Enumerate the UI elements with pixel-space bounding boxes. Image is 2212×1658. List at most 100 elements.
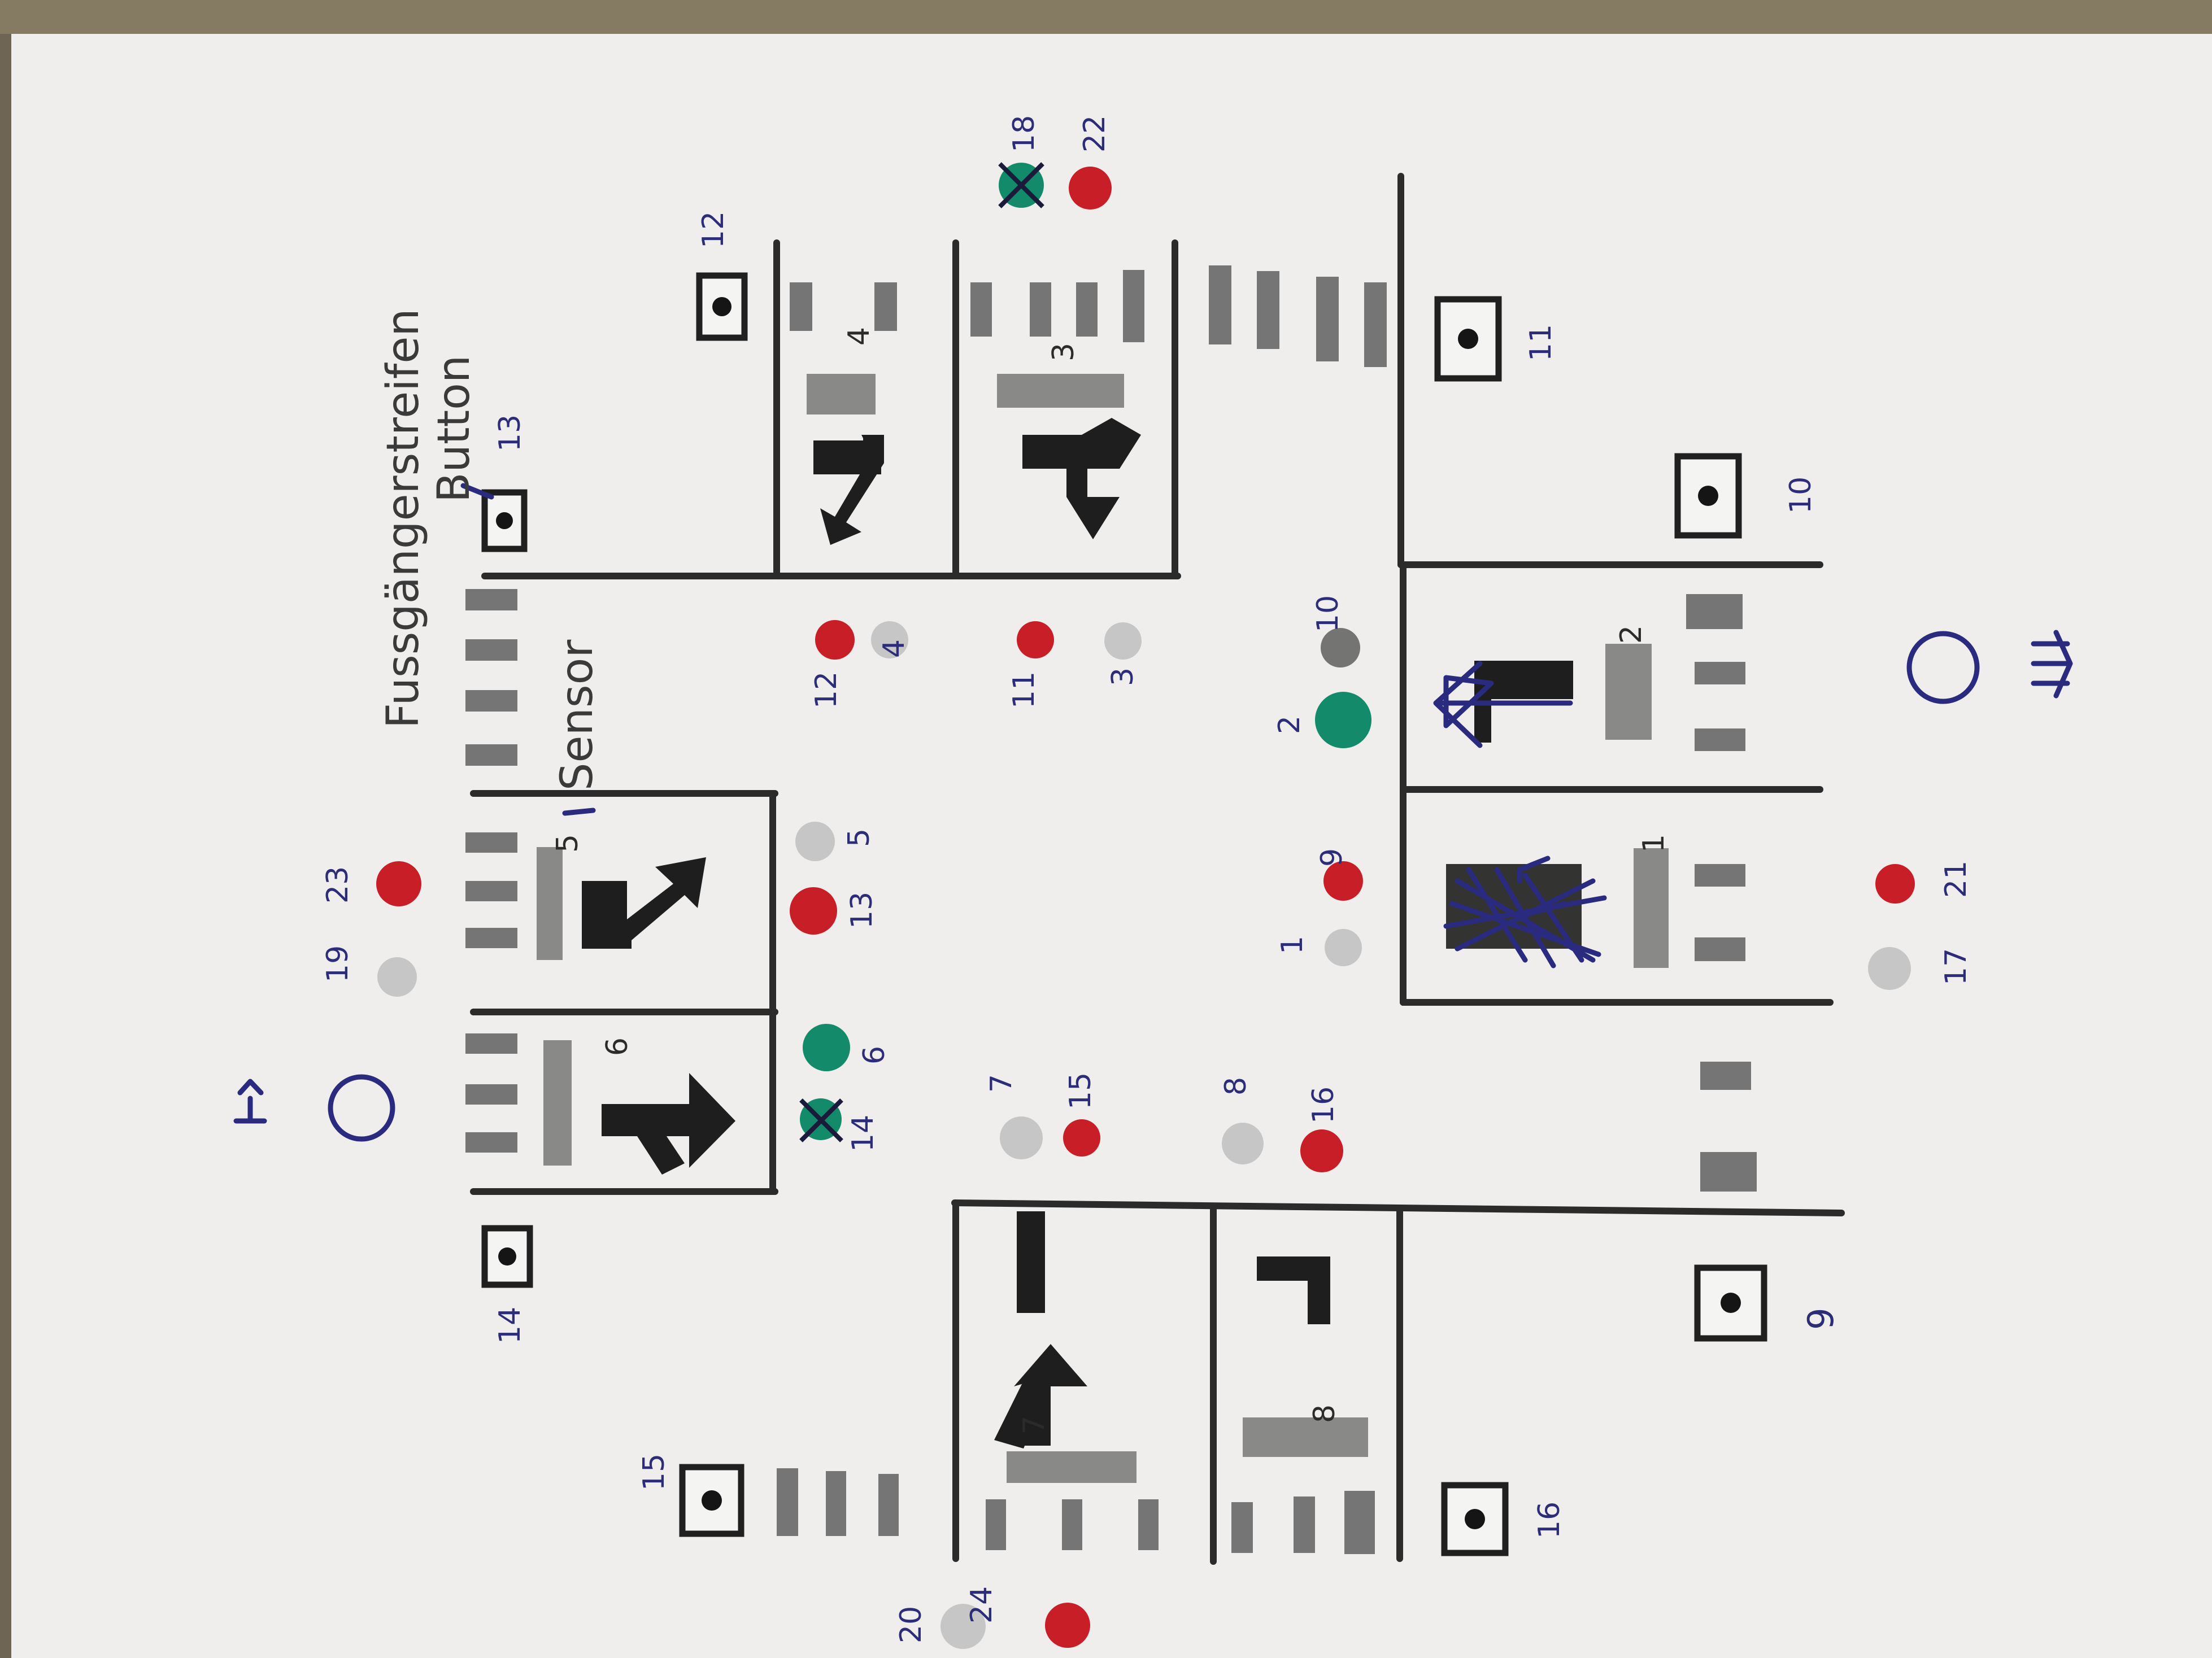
- blue-straight-arrow-icon: [1433, 661, 1573, 748]
- light-label-11: 11: [1007, 671, 1041, 709]
- light-red-13: [790, 887, 837, 935]
- paper-sheet: [11, 34, 2212, 1658]
- light-label-5: 5: [842, 828, 876, 847]
- circle-mark-icon-west: [328, 1074, 395, 1142]
- blue-ink-arrows: [1433, 661, 1607, 968]
- light-label-17: 17: [1939, 948, 1973, 985]
- light-labels: 19 23 5 13 6 14 12 4 11 3 7 15 8 16 18 2…: [321, 115, 1973, 1643]
- light-label-7: 7: [985, 1074, 1018, 1093]
- light-off-19: [377, 957, 417, 997]
- button-label-15: 15: [637, 1454, 671, 1491]
- button-leader-line: [460, 483, 494, 500]
- button-label-14: 14: [493, 1307, 527, 1344]
- light-label-22: 22: [1078, 115, 1112, 152]
- push-buttons: [481, 272, 1767, 1556]
- light-label-9: 9: [1315, 848, 1349, 867]
- crosswalk-south: [777, 1468, 1375, 1554]
- light-label-1: 1: [1275, 936, 1309, 954]
- push-button-12[interactable]: [696, 272, 748, 341]
- road-edges: [470, 173, 1845, 1565]
- crosswalk-east: [1686, 594, 1757, 1192]
- light-green-6: [803, 1024, 850, 1071]
- light-label-20: 20: [894, 1606, 928, 1643]
- lane-number-8: 8: [1308, 1404, 1342, 1423]
- lane-number-4: 4: [842, 327, 876, 346]
- button-label: Button: [429, 355, 480, 503]
- light-label-16: 16: [1307, 1087, 1340, 1124]
- straight-arrow-icon: [1474, 661, 1573, 743]
- push-button-15[interactable]: [679, 1464, 744, 1537]
- light-label-24: 24: [965, 1586, 999, 1624]
- light-label-12: 12: [809, 671, 843, 709]
- button-label-11: 11: [1524, 324, 1558, 361]
- light-off-5: [795, 822, 835, 861]
- stop-bar-3: [997, 374, 1124, 408]
- stop-bar-8: [1243, 1417, 1368, 1457]
- light-label-4: 4: [877, 639, 911, 658]
- button-label-12: 12: [696, 211, 730, 248]
- light-off-20: [940, 1604, 986, 1649]
- light-label-6: 6: [857, 1046, 891, 1064]
- stop-bar-2: [1605, 644, 1652, 740]
- blue-scribble-icon: [1443, 856, 1607, 968]
- left-turn-arrow-icon-lane-8: [1257, 1256, 1330, 1324]
- crosswalk-north: [790, 265, 1387, 367]
- direction-marks: [233, 483, 2073, 1142]
- light-label-21: 21: [1939, 861, 1973, 898]
- light-label-2: 2: [1273, 715, 1307, 734]
- sensor-label: Sensor: [552, 639, 603, 791]
- stop-bar-1: [1634, 848, 1669, 968]
- light-red-12: [815, 620, 855, 660]
- stop-bar-7: [1007, 1451, 1137, 1483]
- button-label-10: 10: [1784, 477, 1818, 514]
- push-button-14[interactable]: [481, 1225, 533, 1288]
- lane-numbers: 5 6 4 3 2 1 7 8: [551, 327, 1671, 1434]
- sensor-leader-line: [562, 808, 596, 816]
- light-label-8: 8: [1219, 1077, 1253, 1096]
- stop-bar-5: [537, 847, 563, 960]
- light-red-22: [1069, 167, 1112, 210]
- straight-right-arrow-icon: [1022, 418, 1141, 539]
- push-button-9[interactable]: [1694, 1264, 1767, 1342]
- light-label-18: 18: [1007, 115, 1041, 152]
- light-off-10: [1321, 628, 1360, 667]
- button-label-13: 13: [493, 415, 527, 452]
- light-label-3: 3: [1106, 667, 1140, 686]
- desk-edge: [0, 0, 2212, 34]
- push-button-16[interactable]: [1441, 1482, 1509, 1556]
- light-off-4: [871, 621, 908, 658]
- push-button-10[interactable]: [1674, 453, 1742, 539]
- light-label-19: 19: [321, 945, 355, 983]
- button-labels: 13 12 11 10 14 15 16 9: [493, 211, 1841, 1539]
- left-turn-arrow-icon: [582, 857, 706, 949]
- stop-bars: [537, 374, 1669, 1483]
- light-red-15: [1063, 1119, 1100, 1157]
- circle-mark-icon-east: [1906, 631, 1980, 704]
- lane-number-3: 3: [1047, 343, 1081, 361]
- push-button-13[interactable]: [481, 489, 528, 552]
- lane-number-2: 2: [1614, 625, 1648, 644]
- light-label-14: 14: [846, 1115, 880, 1152]
- light-label-13: 13: [845, 892, 879, 929]
- straight-left-arrow-icon: [602, 1073, 735, 1175]
- pedestrian-crossing-label: Fussgängerstreifen: [378, 308, 429, 728]
- light-red-24: [1045, 1603, 1090, 1648]
- crossed-out-mark-icon-18: [998, 162, 1044, 208]
- push-button-11[interactable]: [1434, 296, 1502, 382]
- stop-bar-6: [543, 1040, 572, 1166]
- light-red-9: [1323, 861, 1363, 901]
- lane-number-1: 1: [1637, 834, 1671, 853]
- crossed-out-mark-icon: [799, 1098, 843, 1142]
- button-label-16: 16: [1532, 1502, 1566, 1539]
- light-off-8: [1222, 1123, 1264, 1164]
- triple-arrow-icon-east: [2031, 630, 2073, 699]
- button-label-9: 9: [1800, 1308, 1841, 1330]
- traffic-lights: [376, 162, 1915, 1649]
- light-label-10: 10: [1311, 595, 1345, 632]
- triple-arrow-icon-west: [233, 1079, 267, 1124]
- light-red-23: [376, 861, 421, 906]
- lane-number-5: 5: [551, 834, 585, 853]
- lane-number-6: 6: [600, 1037, 634, 1056]
- light-off-7: [1000, 1116, 1043, 1159]
- light-off-17: [1868, 947, 1911, 990]
